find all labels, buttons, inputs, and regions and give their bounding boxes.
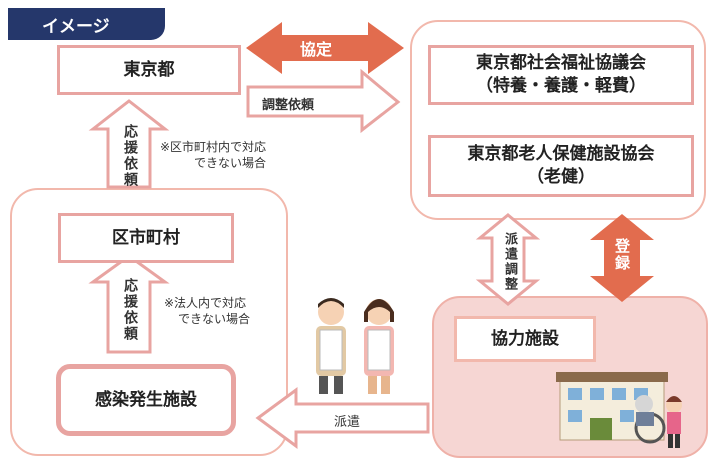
note-lower-line-2: できない場合 bbox=[178, 311, 251, 326]
support-request-arrow-upper bbox=[88, 99, 170, 189]
note-upper: ※区市町村内で対応 できない場合 bbox=[160, 140, 266, 171]
staff-illustration-male bbox=[316, 298, 346, 394]
support-request-upper-label: 応援依頼 bbox=[122, 124, 138, 188]
registration-label: 登録 bbox=[613, 238, 631, 272]
elderly-facility-sub: （老健） bbox=[527, 167, 595, 187]
coordination-request-arrow bbox=[246, 68, 401, 134]
elderly-facility-box: 東京都老人保健施設協会 （老健） bbox=[428, 135, 694, 197]
tokyo-metro-box: 東京都 bbox=[57, 45, 241, 95]
support-request-lower-label: 応援依頼 bbox=[122, 278, 138, 342]
infection-facility-box: 感染発生施設 bbox=[56, 364, 236, 436]
cooperating-facility-label: 協力施設 bbox=[491, 328, 559, 349]
dispatch-coordination-label: 派遣調整 bbox=[502, 232, 517, 292]
coordination-request-label: 調整依頼 bbox=[262, 98, 315, 113]
dispatch-coordination-arrow bbox=[475, 213, 541, 306]
agreement-arrow bbox=[246, 22, 404, 74]
cooperating-facility-box: 協力施設 bbox=[454, 316, 596, 362]
municipality-label: 区市町村 bbox=[112, 227, 180, 248]
municipality-box: 区市町村 bbox=[58, 213, 234, 263]
note-lower-line-1: ※法人内で対応 bbox=[164, 296, 247, 310]
image-tag: イメージ bbox=[8, 8, 165, 40]
infection-facility-label: 感染発生施設 bbox=[95, 389, 197, 410]
registration-arrow bbox=[590, 214, 654, 302]
note-lower: ※法人内で対応 できない場合 bbox=[164, 296, 250, 327]
tokyo-metro-label: 東京都 bbox=[123, 59, 175, 80]
welfare-council-label: 東京都社会福祉協議会 bbox=[476, 53, 646, 74]
dispatch-label: 派遣 bbox=[334, 415, 361, 430]
note-upper-line-1: ※区市町村内で対応 bbox=[160, 140, 267, 154]
elderly-facility-label: 東京都老人保健施設協会 bbox=[467, 144, 655, 165]
note-upper-line-2: できない場合 bbox=[194, 155, 267, 170]
welfare-council-box: 東京都社会福祉協議会 （特養・養護・軽費） bbox=[428, 45, 694, 105]
dispatch-arrow bbox=[255, 387, 430, 449]
agreement-label: 協定 bbox=[300, 40, 333, 59]
staff-illustration-female bbox=[364, 299, 394, 394]
wheelchair-illustration bbox=[634, 395, 682, 448]
welfare-council-sub: （特養・養護・軽費） bbox=[476, 76, 646, 96]
